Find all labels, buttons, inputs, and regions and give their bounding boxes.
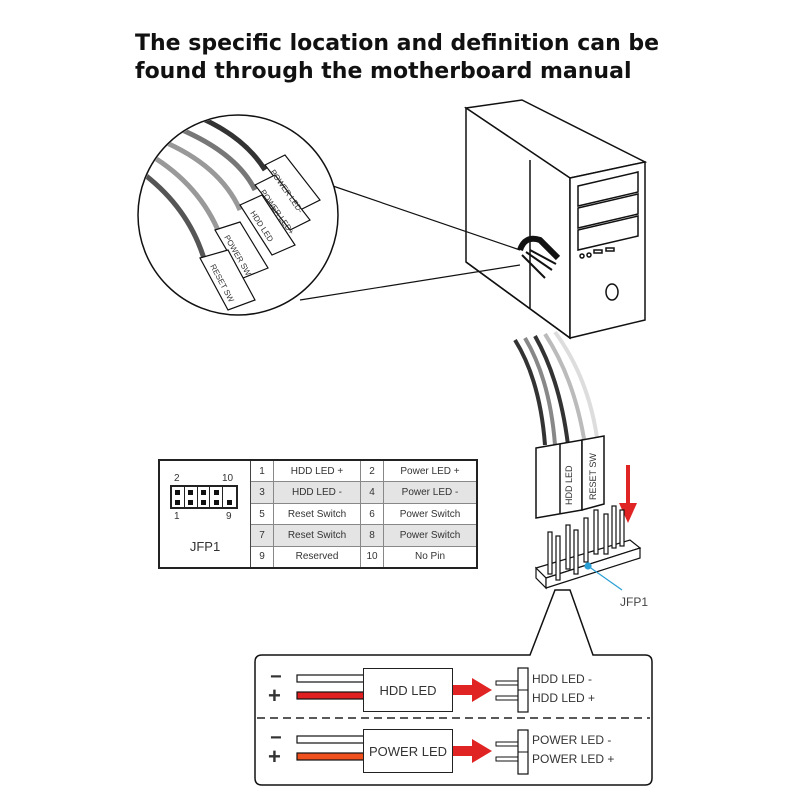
jfp1-header-diagram: 2 10 1 9 JFP1 — [160, 461, 251, 567]
page-title: The specific location and definition can… — [135, 31, 660, 84]
pin-b-name: Power LED - — [401, 487, 459, 499]
connector-power-led-plus — [254, 174, 311, 231]
pin-a-name: HDD LED + — [274, 461, 361, 482]
table-row: 7 Reset Switch 8 Power Switch — [251, 525, 476, 547]
jfp1-pin-table: 2 10 1 9 JFP1 1 HDD LED + 2 Power LED + … — [158, 459, 478, 569]
pin-a: 9 — [251, 546, 274, 568]
zoom-callout-lines — [299, 184, 521, 301]
power-minus-symbol: − — [270, 727, 282, 749]
pin-number-1: 1 — [174, 511, 180, 522]
power-plus-symbol: + — [268, 744, 281, 769]
pin-layout-icon — [170, 485, 238, 509]
pin-b: 4 — [361, 482, 384, 503]
jfp1-callout-label: JFP1 — [620, 595, 648, 609]
pin-a-name: Reset Switch — [274, 503, 361, 525]
jfp1-name: JFP1 — [189, 539, 221, 554]
hdd-led-minus-label: HDD LED - — [532, 672, 593, 686]
pin-a: 7 — [251, 525, 274, 546]
pin-number-9: 9 — [226, 511, 232, 522]
hdd-led-box: HDD LED — [363, 668, 453, 712]
hdd-minus-symbol: − — [270, 666, 282, 688]
connector-hdd-led — [239, 194, 296, 256]
power-led-plus-label: POWER LED + — [532, 752, 615, 766]
pin-b: 6 — [361, 503, 384, 525]
front-panel-connector — [513, 330, 605, 519]
insert-arrow-icon — [619, 465, 637, 523]
connector-reset-sw — [199, 249, 256, 311]
power-led-box: POWER LED — [363, 729, 453, 773]
pin-a: 5 — [251, 503, 274, 525]
pin-b-name: No Pin — [414, 551, 445, 563]
pin-a-name: Reserved — [274, 546, 361, 568]
table-row: 1 HDD LED + 2 Power LED + — [251, 461, 476, 483]
cable-bundle-icon — [517, 235, 561, 279]
pin-a: 3 — [251, 482, 274, 503]
hdd-plus-symbol: + — [268, 683, 281, 708]
table-row: 9 Reserved 10 No Pin — [251, 546, 476, 568]
power-led-minus-label: POWER LED - — [532, 733, 612, 747]
connector-label-hdd-led: HDD LED — [564, 465, 574, 505]
pin-a-name: HDD LED - — [274, 482, 361, 503]
pin-table-grid: 1 HDD LED + 2 Power LED + 3 HDD LED - 4 … — [251, 461, 476, 568]
pin-b: 8 — [361, 525, 384, 546]
pin-b: 2 — [361, 461, 384, 482]
pc-tower-illustration — [463, 99, 648, 340]
pin-b-name: Power Switch — [399, 529, 461, 541]
pin-b-name: Power LED + — [400, 465, 460, 477]
magnified-cables — [143, 116, 321, 311]
pin-a-name: Reset Switch — [274, 525, 361, 546]
table-row: 5 Reset Switch 6 Power Switch — [251, 503, 476, 526]
table-row: 3 HDD LED - 4 Power LED - — [251, 482, 476, 504]
jfp1-pin-header — [534, 505, 642, 590]
jfp1-callout — [584, 562, 623, 591]
pin-b: 10 — [361, 546, 384, 568]
connector-label-reset-sw: RESET SW — [588, 453, 598, 500]
pin-number-2: 2 — [174, 473, 180, 484]
hdd-led-plus-label: HDD LED + — [532, 691, 596, 705]
pin-b-name: Power Switch — [399, 508, 461, 520]
power-led-wiring — [296, 729, 529, 775]
pin-number-10: 10 — [222, 473, 234, 484]
pin-a: 1 — [251, 461, 274, 482]
